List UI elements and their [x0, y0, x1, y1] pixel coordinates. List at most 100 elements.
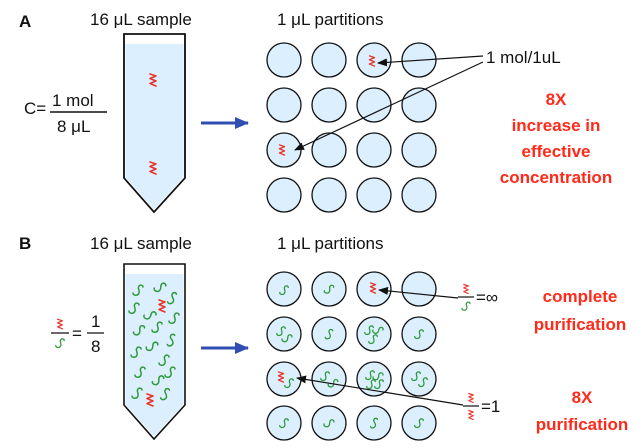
partition-well — [401, 177, 437, 213]
green-swirl-icon — [372, 326, 384, 334]
partition-well — [356, 132, 392, 168]
panel-a-tube-outline — [123, 33, 186, 214]
green-swirl-icon — [279, 418, 289, 429]
partition-well — [266, 177, 302, 213]
partition-well — [401, 87, 437, 123]
green-swirl-icon — [368, 334, 378, 345]
red-squiggle-icon — [368, 55, 376, 67]
partition-well — [401, 361, 437, 397]
panel-b: B 16 μL sample 1 μL partitions = 1 8 =∞ … — [19, 234, 629, 441]
green-swirl-icon — [414, 329, 424, 340]
partition-well — [266, 316, 302, 352]
partition-well — [311, 42, 347, 78]
partition-well — [401, 132, 437, 168]
green-swirl-icon — [132, 284, 144, 296]
partition-well — [266, 42, 302, 78]
red-squiggle-icon — [146, 393, 154, 407]
green-swirl-icon — [168, 312, 180, 324]
green-swirl-icon — [153, 282, 167, 293]
green-swirl-icon — [166, 291, 178, 305]
partition-well — [311, 177, 347, 213]
partition-well — [266, 271, 302, 307]
panel-a: A 16 μL sample 1 μL partitions C= 1 mol … — [19, 10, 612, 214]
partition-well — [401, 271, 437, 307]
partial-line1: 8X — [572, 388, 593, 407]
green-swirl-icon — [143, 311, 157, 320]
annotation-arrow — [378, 286, 459, 299]
annotation-arrow — [377, 55, 484, 67]
green-swirl-icon — [374, 379, 384, 390]
green-swirl-icon — [128, 302, 140, 314]
panel-a-sample-label: 16 μL sample — [90, 10, 192, 29]
green-swirl-icon — [281, 334, 293, 343]
red-squiggle-icon — [149, 73, 157, 87]
partition-well — [356, 87, 392, 123]
panel-b-tube-liquid — [125, 274, 184, 437]
green-swirl-icon — [327, 378, 339, 388]
partition-well — [356, 361, 392, 397]
red-squiggle-icon — [463, 283, 469, 295]
panel-a-letter: A — [19, 12, 31, 31]
red-squiggle-icon — [468, 409, 474, 421]
green-swirl-icon — [151, 375, 165, 386]
green-swirl-icon — [55, 338, 65, 349]
green-swirl-icon — [166, 333, 176, 347]
green-swirl-icon — [411, 371, 421, 382]
partition-well — [266, 405, 302, 441]
partition-well — [266, 361, 302, 397]
result-a-line1: 8X — [546, 90, 567, 109]
green-swirl-icon — [158, 354, 170, 366]
partition-well — [356, 405, 392, 441]
partition-well — [356, 42, 392, 78]
green-swirl-icon — [320, 371, 330, 382]
panel-b-tube — [123, 263, 186, 441]
ratio-numerator: 1 — [91, 312, 100, 331]
red-squiggle-icon — [277, 371, 285, 383]
green-swirl-icon — [164, 366, 176, 378]
partition-well — [311, 132, 347, 168]
partition-well — [266, 87, 302, 123]
green-swirl-icon — [159, 387, 171, 401]
green-swirl-icon — [418, 377, 428, 388]
tube-b-molecules — [128, 282, 180, 407]
partition-grid-a — [266, 42, 437, 213]
complete-line2: purification — [534, 315, 627, 334]
ratio-denominator: 8 — [91, 337, 100, 356]
partition-well — [311, 87, 347, 123]
concentration-prefix: C= — [24, 99, 46, 118]
panel-b-letter: B — [19, 234, 31, 253]
partition-well — [401, 405, 437, 441]
green-swirl-icon — [365, 370, 375, 381]
green-swirl-icon — [323, 284, 335, 294]
green-swirl-icon — [130, 346, 142, 358]
partition-well — [311, 271, 347, 307]
panel-b-partitions-label: 1 μL partitions — [277, 234, 384, 253]
partition-well — [311, 316, 347, 352]
green-swirl-icon — [131, 387, 143, 399]
panel-a-partitions-label: 1 μL partitions — [277, 10, 384, 29]
partial-line2: purification — [536, 415, 629, 434]
annotation-mol-per-ul: 1 mol/1uL — [486, 48, 561, 67]
fraction-denominator: 8 μL — [57, 117, 90, 136]
panel-a-tube-liquid — [125, 44, 184, 210]
annotation-arrow — [294, 61, 484, 151]
ratio-infinity: =∞ — [476, 288, 498, 307]
green-swirl-icon — [414, 418, 424, 429]
green-swirl-icon — [151, 321, 163, 333]
red-squiggle-icon — [56, 318, 64, 330]
partition-well — [356, 271, 392, 307]
green-swirl-icon — [145, 341, 159, 352]
red-squiggle-icon — [158, 299, 166, 313]
partition-grid-b — [266, 271, 437, 441]
partition-well — [311, 405, 347, 441]
panel-b-sample-label: 16 μL sample — [90, 234, 192, 253]
red-squiggle-icon — [468, 392, 474, 404]
green-swirl-icon — [134, 366, 146, 378]
green-swirl-icon — [323, 419, 335, 428]
green-swirl-icon — [279, 285, 289, 296]
result-a-line4: concentration — [500, 168, 612, 187]
ratio-equals: = — [72, 324, 82, 343]
green-swirl-icon — [324, 328, 334, 340]
result-a-line3: effective — [522, 142, 591, 161]
